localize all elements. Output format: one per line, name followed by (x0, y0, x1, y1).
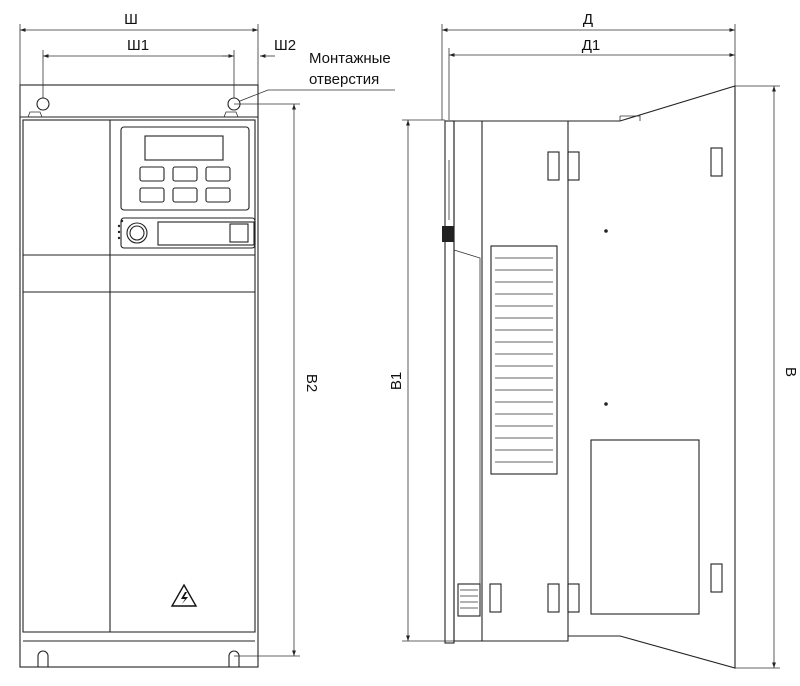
front-dimensions: Ш Ш1 Ш2 Монтажные отверстия В2 (19, 11, 395, 657)
side-label-panel (590, 439, 700, 615)
front-outline (19, 84, 259, 668)
dim-label-depth-body: Д1 (582, 37, 601, 54)
side-view (442, 85, 736, 669)
keypad-key (205, 187, 231, 203)
front-view (19, 84, 259, 668)
dim-label-depth: Д (583, 11, 593, 28)
keypad-key (172, 187, 198, 203)
callout-line2: отверстия (309, 71, 379, 88)
dim-label-height-holes: В2 (303, 374, 320, 392)
keypad-display (144, 135, 224, 161)
dim-label-width: Ш (124, 11, 138, 28)
side-dimensions: Д Д1 В1 В (388, 11, 799, 669)
keypad-key (205, 166, 231, 182)
dim-label-width-holes: Ш1 (127, 37, 149, 54)
keypad-panel (120, 126, 250, 211)
callout-line1: Монтажные (309, 50, 391, 67)
control-knob (126, 222, 148, 244)
dim-label-height: В (782, 367, 799, 377)
keypad-key (139, 166, 165, 182)
high-voltage-warning-icon (170, 583, 198, 607)
side-clip (442, 226, 454, 242)
keypad-key (139, 187, 165, 203)
dim-label-offset: Ш2 (274, 37, 296, 54)
keypad-key (172, 166, 198, 182)
mounting-hole-top-left (36, 97, 50, 111)
dim-label-height-body: В1 (388, 372, 405, 390)
vent-grille (490, 245, 558, 475)
